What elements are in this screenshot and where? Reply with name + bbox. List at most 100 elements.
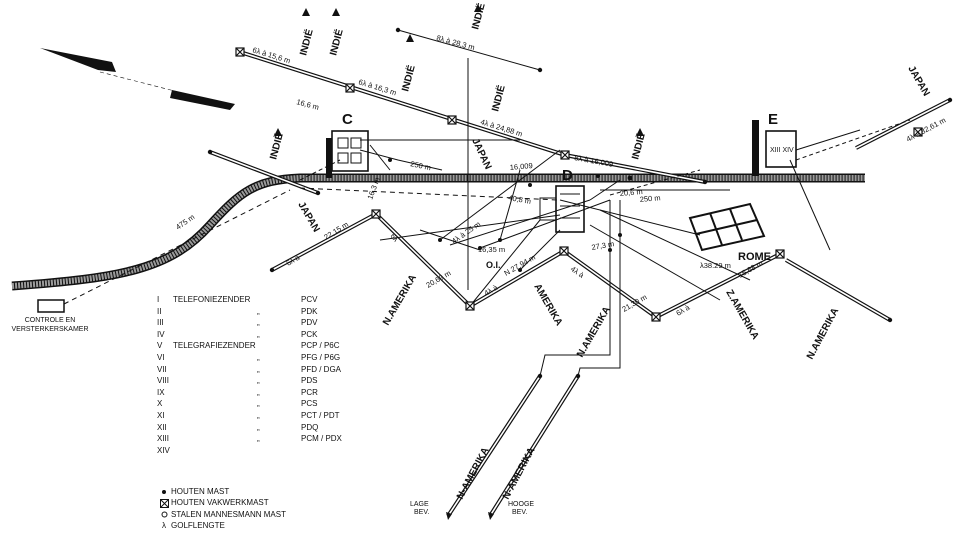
legend-codes: PCR — [301, 387, 318, 397]
legend-num: XIII — [157, 434, 170, 444]
legend-type — [173, 398, 257, 410]
legend-num: VIII — [157, 376, 170, 386]
arrowheads — [274, 4, 644, 520]
direction-label: JAPAN — [905, 64, 931, 98]
legend-row: VII „ PFD / DGA — [157, 364, 407, 376]
legend-codes: PFD / DGA — [301, 364, 342, 374]
legend-type — [173, 410, 257, 422]
legend-ditto: „ — [257, 399, 260, 409]
legend-type — [173, 445, 257, 457]
hooge-bev-label: BEV. — [512, 509, 527, 516]
direction-label: AMERIKA — [531, 282, 564, 328]
legend-ditto: „ — [257, 364, 260, 374]
measure-label: 27,3 m — [591, 239, 615, 252]
feeder-lines — [63, 29, 911, 377]
direction-label: JAPAN — [295, 200, 321, 234]
lage-label: LAGE — [410, 501, 429, 508]
direction-label: INDIË — [398, 63, 418, 92]
rome-antenna-grid — [688, 202, 766, 252]
legend-row: III„PDV — [157, 317, 407, 329]
building-c — [326, 130, 369, 178]
legend-type — [173, 387, 257, 399]
control-room-label: CONTROLE EN VERSTERKERSKAMER — [2, 316, 98, 334]
legend-codes: PDS — [301, 376, 318, 386]
measure-label: 250 m — [410, 159, 432, 172]
legend-row: X „ PCS — [157, 398, 407, 410]
legend-ditto — [257, 294, 301, 306]
legend-num: XI — [157, 410, 165, 420]
control-room-line2: VERSTERKERSKAMER — [11, 326, 89, 333]
direction-label: N-AMERIKA — [455, 446, 492, 502]
legend-type — [173, 329, 257, 341]
legend-num: XII — [157, 422, 167, 432]
legend-row: I TELEFONIEZENDER PCV — [157, 294, 407, 306]
measure-label: 20,6 m — [619, 187, 643, 198]
symbol-row: HOUTEN VAKWERKMAST — [157, 497, 286, 508]
lambda-symbol-icon: λ — [162, 521, 166, 531]
dot-symbol-icon — [157, 489, 171, 495]
legend-row: IV„PCK — [157, 329, 407, 341]
legend-row: VI„PFG / P6G — [157, 352, 407, 364]
legend-ditto: „ — [257, 410, 260, 420]
measure-label: 8λ à 28,3 m — [435, 33, 475, 52]
legend-num: I — [157, 295, 160, 304]
legend-codes: PCV — [301, 295, 318, 304]
building-e-numerals: XIII XIV — [770, 147, 794, 154]
measure-label: 16,35 m — [478, 245, 505, 254]
measure-label: 16,6 m — [295, 97, 319, 112]
legend-codes: PCK — [301, 329, 318, 339]
symbol-label: STALEN MANNESMANN MAST — [171, 509, 286, 519]
antenna-wires — [209, 50, 951, 518]
legend-codes: PCM / PDX — [301, 434, 342, 444]
legend-type — [173, 352, 257, 364]
rome-wavelength: λ38.29 m — [700, 261, 731, 270]
measure-label: 250 m — [639, 193, 661, 204]
legend-type: TELEFONIEZENDER — [173, 295, 251, 304]
direction-label: INDIË — [326, 27, 346, 56]
legend-num: VII — [157, 364, 167, 374]
direction-label: Z.AMERIKA — [723, 288, 760, 342]
building-e — [752, 120, 797, 176]
measure-label: 475 m — [174, 212, 196, 231]
circle-symbol-icon — [157, 511, 171, 518]
legend-codes: PFG / P6G — [301, 352, 341, 362]
legend-row: XI„PCT / PDT — [157, 410, 407, 422]
legend-ditto: „ — [257, 318, 260, 328]
legend-codes: PCP / P6C — [301, 341, 340, 351]
legend-num: XIV — [157, 445, 170, 455]
symbol-row: λ GOLFLENGTE — [157, 520, 286, 531]
legend-num: IV — [157, 329, 165, 339]
measure-label: 16,009 — [509, 161, 533, 172]
legend-num: X — [157, 399, 163, 409]
legend-codes: PCS — [301, 399, 318, 409]
boxed-x-symbol-icon — [157, 498, 171, 508]
legend-ditto: „ — [257, 387, 260, 397]
legend-row: XIII„PCM / PDX — [157, 433, 407, 445]
control-room-line1: CONTROLE EN — [24, 317, 76, 324]
legend-type — [173, 364, 257, 376]
direction-label: N.AMERIKA — [805, 306, 841, 361]
legend-type — [173, 306, 257, 318]
legend-type — [173, 422, 257, 434]
direction-label: INDIË — [488, 83, 508, 112]
hooge-label: HOOGE — [508, 501, 534, 508]
lage-bev-label: BEV. — [414, 509, 429, 516]
legend-ditto: „ — [257, 376, 260, 386]
direction-label: JAPAN — [469, 137, 493, 172]
legend-codes: PDQ — [301, 422, 319, 432]
direction-arrow-shape — [40, 48, 235, 110]
road — [11, 173, 865, 291]
legend-ditto — [257, 445, 301, 457]
legend-type — [173, 433, 257, 445]
mast-dots — [207, 27, 953, 379]
legend-num: III — [157, 318, 164, 328]
measure-label: 8λ à 16,009 — [574, 153, 614, 169]
legend-num: II — [157, 306, 162, 316]
legend-codes — [301, 445, 401, 457]
legend-num: VI — [157, 352, 165, 362]
measure-label: 6λ — [388, 232, 400, 244]
measure-label: 4λ à 25 m — [450, 219, 482, 245]
building-e-label: E — [768, 111, 778, 128]
measure-label: 40,8 m — [508, 193, 532, 206]
